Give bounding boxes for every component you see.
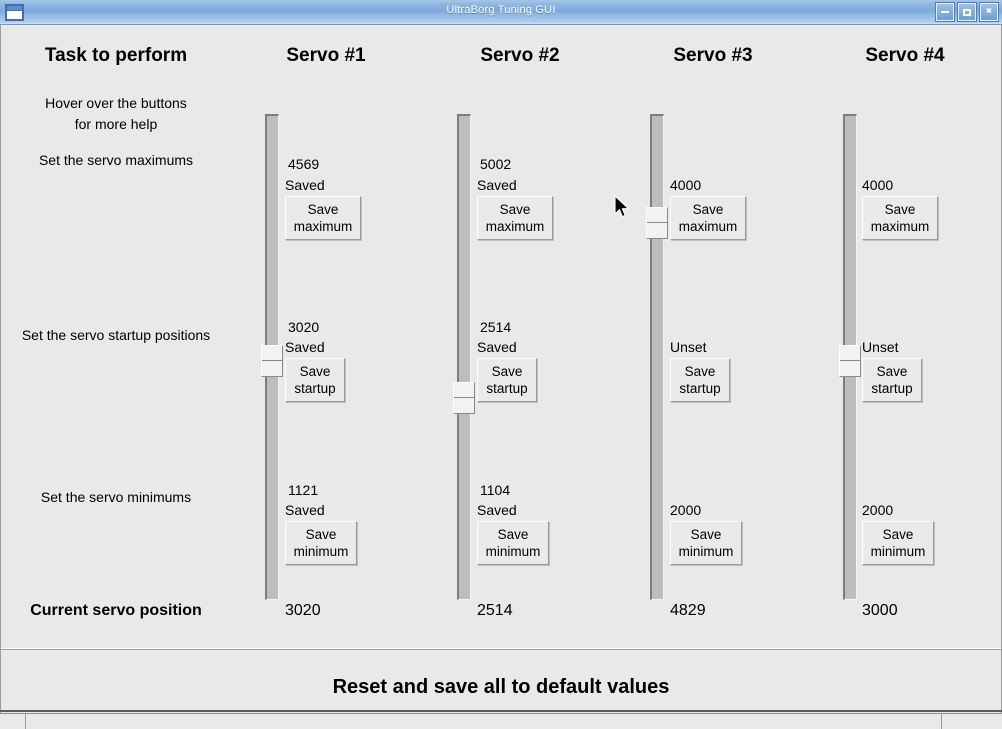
servo-3-save-minimum-button[interactable]: Save minimum (670, 521, 742, 565)
servo-1-save-startup-button[interactable]: Save startup (285, 358, 345, 402)
status-bar-divider-right (941, 714, 942, 729)
header-servo-3: Servo #3 (673, 45, 753, 66)
servo-1-slider-handle[interactable] (261, 345, 283, 377)
tuning-grid: Task to perform Servo #1 Servo #2 Servo … (1, 25, 1001, 648)
servo-2-save-minimum-button[interactable]: Save minimum (477, 521, 549, 565)
servo-4-maximum-value: 4000 (862, 177, 894, 193)
servo-1-maximum-state: Saved (285, 177, 325, 193)
servo-3-save-startup-button[interactable]: Save startup (670, 358, 730, 402)
window-client-area: Task to perform Servo #1 Servo #2 Servo … (0, 25, 1002, 729)
task-label-maximums: Set the servo maximums (38, 152, 194, 168)
close-button[interactable]: ✖ (979, 2, 999, 22)
servo-3-current-position: 4829 (670, 602, 706, 619)
minimize-icon (937, 4, 953, 20)
servo-4-slider[interactable] (839, 114, 861, 600)
servo-1-save-minimum-button[interactable]: Save minimum (285, 521, 357, 565)
servo-1-minimum-state: Saved (285, 502, 325, 518)
status-bar-divider-left (25, 714, 26, 729)
servo-2-minimum-state: Saved (477, 502, 517, 518)
servo-4-slider-handle[interactable] (839, 345, 861, 377)
servo-2-startup-state: Saved (477, 339, 517, 355)
servo-1-startup-state: Saved (285, 339, 325, 355)
minimize-button[interactable] (935, 2, 955, 22)
status-bar (0, 713, 1002, 729)
servo-2-save-maximum-button[interactable]: Save maximum (477, 196, 553, 240)
servo-4-save-minimum-button[interactable]: Save minimum (862, 521, 934, 565)
servo-2-slider[interactable] (453, 114, 475, 600)
servo-3-maximum-value: 4000 (670, 177, 702, 193)
servo-2-slider-handle[interactable] (453, 382, 475, 414)
header-servo-4: Servo #4 (865, 45, 945, 66)
maximize-button[interactable] (957, 2, 977, 22)
servo-3-minimum-value: 2000 (670, 502, 702, 518)
close-icon: ✖ (985, 6, 993, 17)
servo-4-minimum-value: 2000 (862, 502, 894, 518)
header-servo-1: Servo #1 (286, 45, 366, 66)
servo-1-startup-value: 3020 (288, 319, 320, 335)
servo-2-save-startup-button[interactable]: Save startup (477, 358, 537, 402)
servo-2-current-position: 2514 (477, 602, 513, 619)
window-menu-icon[interactable] (5, 4, 24, 21)
reset-separator (1, 649, 1001, 650)
servo-2-maximum-state: Saved (477, 177, 517, 193)
servo-3-slider-handle[interactable] (646, 207, 668, 239)
servo-1-save-maximum-button[interactable]: Save maximum (285, 196, 361, 240)
servo-2-startup-value: 2514 (480, 319, 512, 335)
task-label-hover-help: Hover over the buttons for more help (45, 95, 187, 132)
servo-1-maximum-value: 4569 (288, 156, 320, 172)
servo-3-startup-value: Unset (670, 339, 707, 355)
task-label-startups: Set the servo startup positions (21, 327, 211, 343)
servo-3-save-maximum-button[interactable]: Save maximum (670, 196, 746, 240)
servo-2-maximum-value: 5002 (480, 156, 512, 172)
header-servo-2: Servo #2 (480, 45, 560, 66)
current-position-label: Current servo position (30, 602, 202, 619)
servo-1-minimum-value: 1121 (288, 482, 319, 498)
window-bottom-edge (0, 710, 1002, 712)
window-title: UltraBorg Tuning GUI (446, 4, 556, 16)
servo-3-slider[interactable] (646, 114, 668, 600)
servo-4-startup-value: Unset (862, 339, 899, 355)
task-label-minimums: Set the servo minimums (40, 489, 192, 505)
window-titlebar[interactable]: UltraBorg Tuning GUI ✖ (0, 0, 1002, 25)
servo-4-save-maximum-button[interactable]: Save maximum (862, 196, 938, 240)
servo-4-current-position: 3000 (862, 602, 898, 619)
servo-2-minimum-value: 1104 (480, 482, 511, 498)
servo-1-current-position: 3020 (285, 602, 321, 619)
header-task-column: Task to perform (44, 45, 188, 66)
servo-1-slider[interactable] (261, 114, 283, 600)
window-controls: ✖ (935, 2, 999, 22)
maximize-icon (959, 4, 975, 20)
servo-4-save-startup-button[interactable]: Save startup (862, 358, 922, 402)
